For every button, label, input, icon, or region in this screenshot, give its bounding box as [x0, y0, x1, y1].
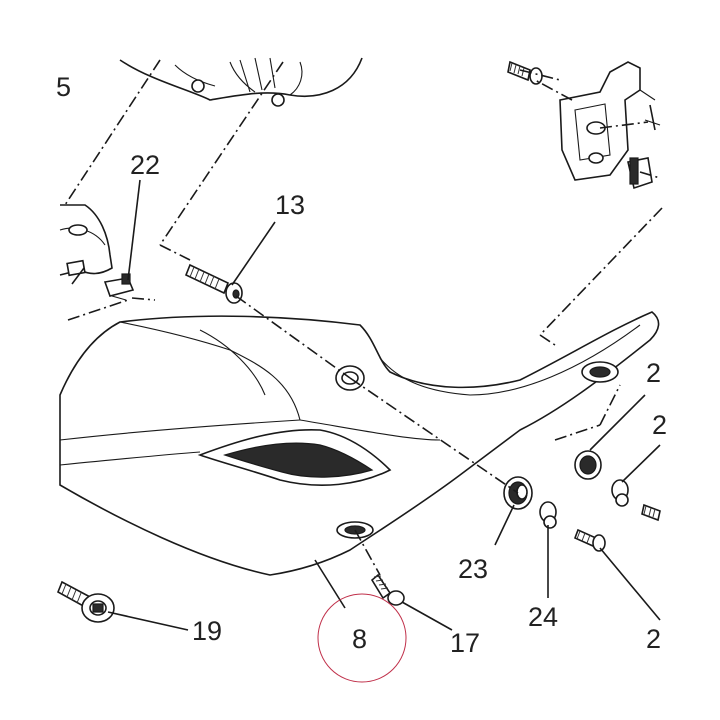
screw-top-right — [507, 60, 543, 85]
callout-24: 24 — [528, 602, 558, 632]
callout-8: 8 — [352, 624, 367, 654]
screw-17 — [370, 573, 405, 606]
left-bracket — [59, 204, 113, 285]
screw-right — [641, 503, 661, 522]
screw-lower-right — [573, 528, 606, 552]
clip-nut-22 — [103, 273, 135, 301]
engine-casing-fragment — [119, 57, 363, 107]
callout-23: 23 — [458, 554, 488, 584]
clip-nut-top-right — [627, 157, 653, 190]
callout-2-top: 2 — [646, 358, 661, 388]
assembly-lines — [64, 59, 663, 576]
callout-13: 13 — [275, 190, 305, 220]
callout-2-bottom: 2 — [646, 624, 661, 654]
callout-5: 5 — [56, 72, 71, 102]
grommet-right — [574, 450, 602, 480]
right-bracket — [559, 61, 661, 181]
screw-13 — [184, 263, 243, 304]
highlight-circle — [317, 593, 407, 683]
callout-22: 22 — [130, 150, 160, 180]
screw-19 — [56, 580, 115, 623]
side-panel-8 — [59, 311, 660, 576]
spacer-right — [611, 479, 629, 507]
callout-17: 17 — [450, 628, 480, 658]
spacer-24 — [539, 501, 557, 529]
callout-19: 19 — [192, 616, 222, 646]
callout-2-middle: 2 — [652, 410, 667, 440]
